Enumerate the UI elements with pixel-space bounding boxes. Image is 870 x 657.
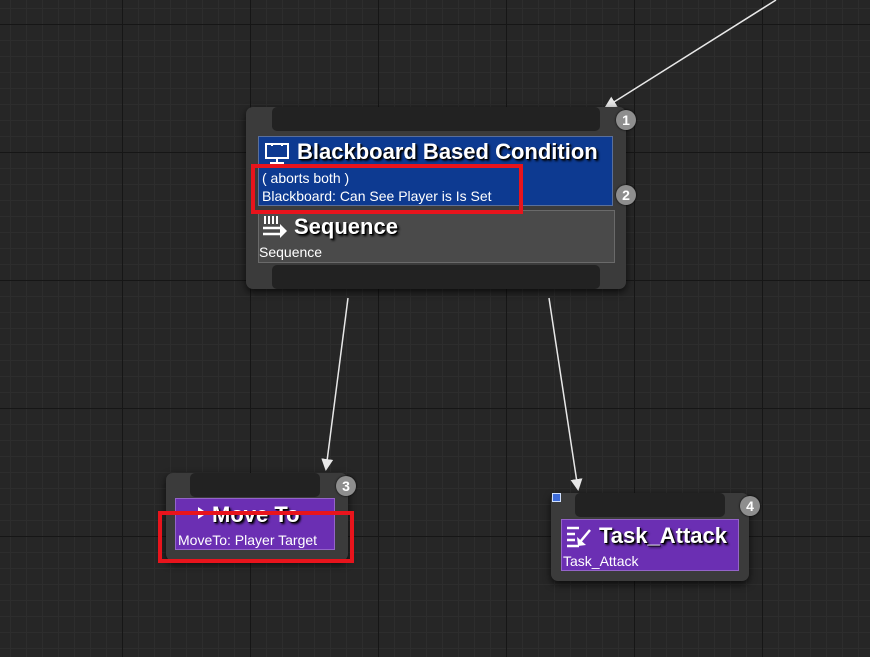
execution-order-badge: 1 bbox=[616, 110, 636, 130]
input-pin[interactable] bbox=[575, 493, 725, 517]
output-pin[interactable] bbox=[272, 265, 600, 289]
task-icon bbox=[567, 526, 591, 548]
wire-parent-to-root bbox=[604, 0, 777, 109]
decorator-title: Blackboard Based Condition bbox=[297, 139, 598, 164]
decorator-order-badge: 2 bbox=[616, 185, 636, 205]
decorator-blackboard-based-condition[interactable]: Blackboard Based Condition ( aborts both… bbox=[258, 136, 613, 206]
task-subtitle: MoveTo: Player Target bbox=[178, 532, 318, 548]
input-pin[interactable] bbox=[272, 107, 600, 131]
highlight-move-to-target bbox=[158, 511, 354, 563]
sequence-icon bbox=[263, 216, 287, 238]
highlight-decorator-condition bbox=[251, 164, 523, 214]
task-title: Task_Attack bbox=[599, 523, 727, 548]
sequence-node[interactable]: 1 Blackboard Based Condition ( aborts bo… bbox=[246, 107, 636, 289]
decorator-condition: Blackboard: Can See Player is Is Set bbox=[262, 188, 492, 204]
composite-subtitle: Sequence bbox=[259, 244, 323, 260]
breakpoint-icon[interactable] bbox=[552, 493, 561, 502]
wire-root-to-task-attack bbox=[548, 297, 583, 491]
execution-order-badge: 4 bbox=[740, 496, 760, 516]
task-subtitle: Task_Attack bbox=[563, 553, 639, 569]
monitor-icon bbox=[265, 143, 289, 164]
task-attack-node[interactable]: 4 Task_Attack Task_Attack bbox=[551, 493, 760, 581]
move-to-node[interactable]: 3 Move To MoveTo: Player Target bbox=[166, 473, 356, 561]
execution-order-badge: 3 bbox=[336, 476, 356, 496]
wire-root-to-move-to bbox=[321, 297, 349, 471]
composite-title: Sequence bbox=[294, 214, 398, 239]
input-pin[interactable] bbox=[190, 473, 320, 497]
task-attack[interactable]: Task_Attack Task_Attack bbox=[561, 519, 739, 571]
composite-sequence[interactable]: Sequence Sequence bbox=[258, 210, 615, 263]
decorator-abort-mode: ( aborts both ) bbox=[262, 170, 350, 186]
